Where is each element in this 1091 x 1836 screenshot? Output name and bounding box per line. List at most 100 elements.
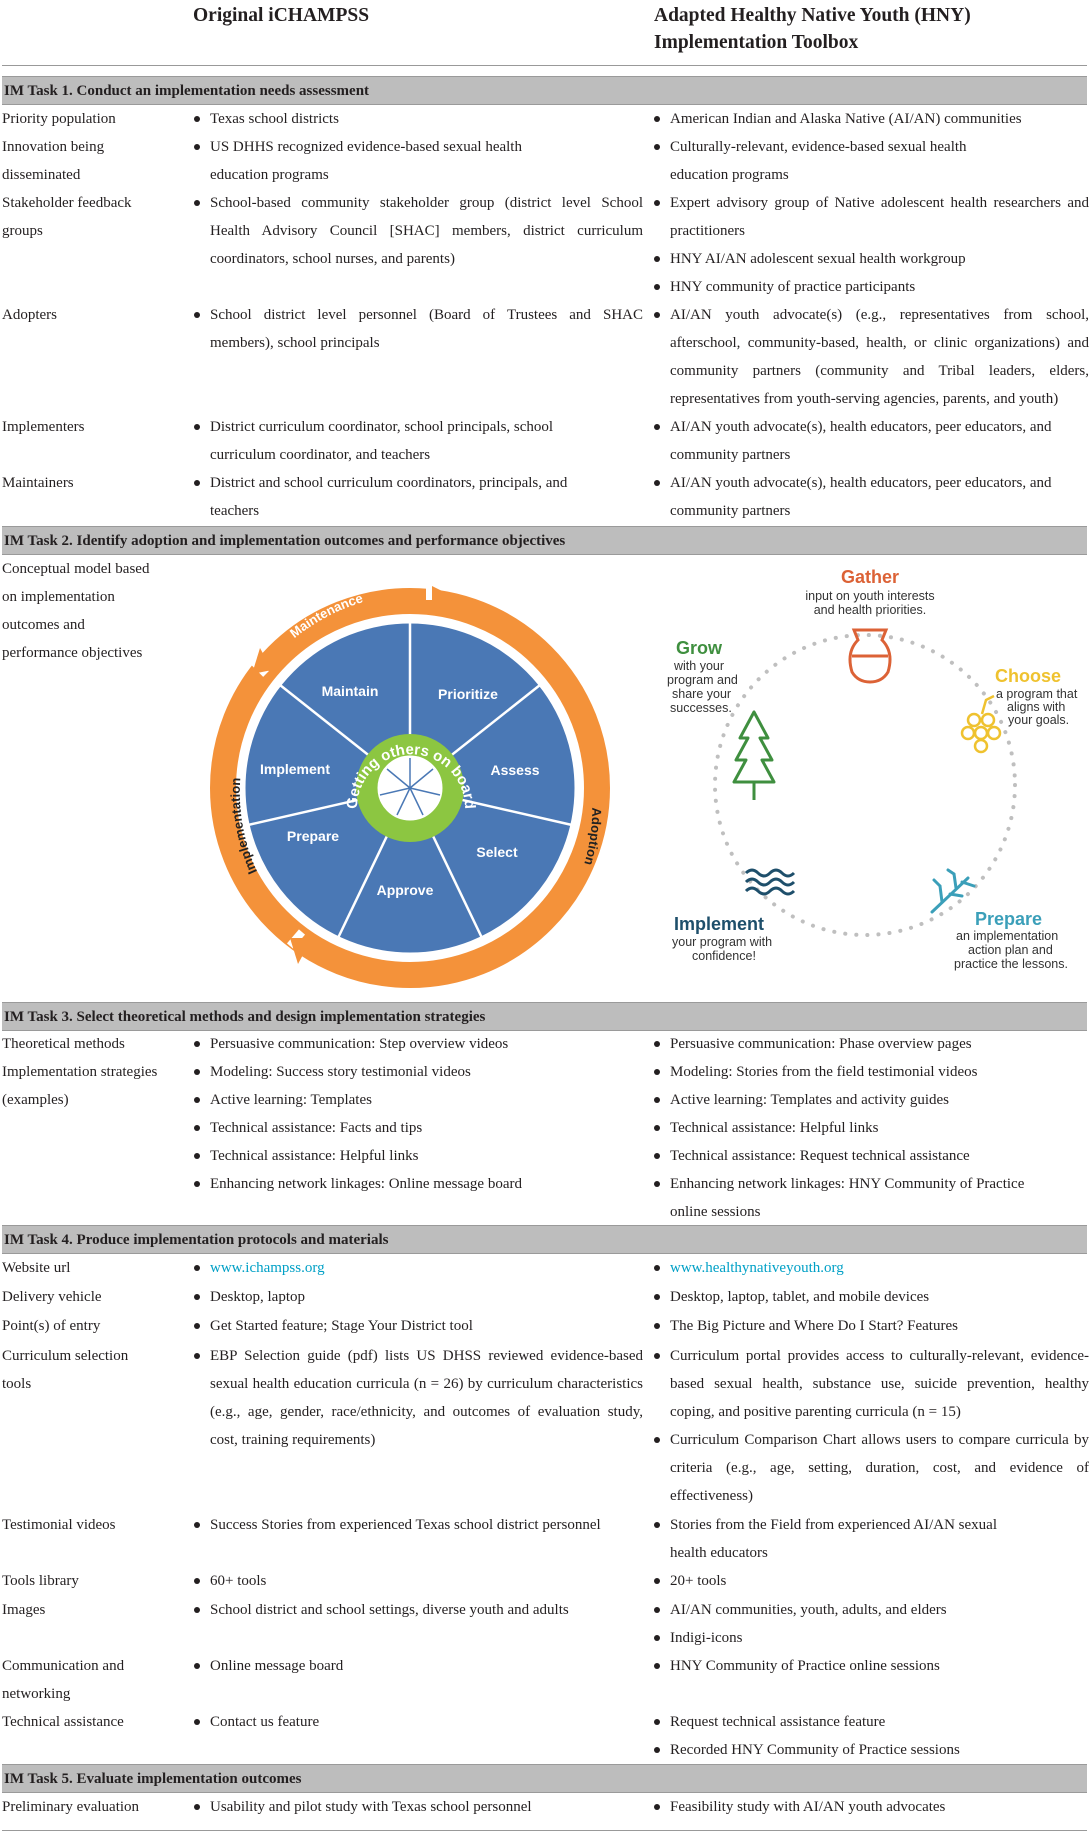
task1-row-label: Maintainers <box>2 475 74 491</box>
list-item: Persuasive communication: Phase overview… <box>653 1030 1058 1058</box>
step-desc: aligns with <box>1007 700 1065 714</box>
list-item: HNY AI/AN adolescent sexual health workg… <box>653 245 1089 273</box>
step-desc: a program that <box>996 687 1078 701</box>
segment-label: Select <box>476 844 518 860</box>
step-desc: input on youth interests <box>805 589 934 603</box>
segment-label: Approve <box>377 882 434 898</box>
list-item: Enhancing network linkages: HNY Communit… <box>653 1170 1058 1226</box>
task4-row-original: School district and school settings, div… <box>193 1596 643 1624</box>
task2-band: IM Task 2. Identify adoption and impleme… <box>2 526 1087 555</box>
task1-row-label: Adopters <box>2 307 57 323</box>
task1-row-original: District and school curriculum coordinat… <box>193 469 573 525</box>
list-item: American Indian and Alaska Native (AI/AN… <box>653 105 1089 133</box>
task4-row-label: Delivery vehicle <box>2 1289 102 1305</box>
list-item: Expert advisory group of Native adolesce… <box>653 189 1089 245</box>
list-item: Desktop, laptop, tablet, and mobile devi… <box>653 1283 1089 1311</box>
step-desc: your goals. <box>1008 713 1069 727</box>
segment-label: Implement <box>260 761 330 777</box>
step-desc: program and <box>667 673 738 687</box>
task5-row-adapted: Feasibility study with AI/AN youth advoc… <box>653 1793 1089 1821</box>
list-item: Request technical assistance feature <box>653 1708 1089 1736</box>
step-desc: successes. <box>670 701 732 715</box>
step-title-implement: Implement <box>674 914 764 934</box>
task4-row-original: Online message board <box>193 1652 643 1680</box>
list-item: Curriculum Comparison Chart allows users… <box>653 1426 1089 1510</box>
list-item: Enhancing network linkages: Online messa… <box>193 1170 643 1198</box>
segment-label: Prioritize <box>438 686 498 702</box>
list-item: District and school curriculum coordinat… <box>193 469 573 525</box>
list-item: Online message board <box>193 1652 643 1680</box>
hny-link[interactable]: www.healthynativeyouth.org <box>653 1254 1089 1282</box>
task1-row-label: Priority population <box>2 111 116 127</box>
task4-row-label: Technical assistance <box>2 1714 124 1730</box>
list-item: Persuasive communication: Step overview … <box>193 1030 643 1058</box>
ichampss-link[interactable]: www.ichampss.org <box>193 1254 643 1282</box>
step-desc: share your <box>672 687 731 701</box>
pot-icon <box>848 628 892 684</box>
list-item: Modeling: Success story testimonial vide… <box>193 1058 643 1086</box>
task4-row-original: Get Started feature; Stage Your District… <box>193 1312 643 1340</box>
task4-row-adapted: Request technical assistance feature Rec… <box>653 1708 1089 1764</box>
task4-row-adapted: Stories from the Field from experienced … <box>653 1511 1023 1567</box>
footer-rule <box>2 1830 1087 1831</box>
list-item: Technical assistance: Request technical … <box>653 1142 1058 1170</box>
task5-row-label: Preliminary evaluation <box>2 1799 140 1815</box>
task4-row-label: Images <box>2 1602 46 1618</box>
task4-row-original: Contact us feature <box>193 1708 643 1736</box>
task1-row-adapted: Expert advisory group of Native adolesce… <box>653 189 1089 301</box>
task1-row-original: US DHHS recognized evidence-based sexual… <box>193 133 558 189</box>
segment-label: Prepare <box>287 828 339 844</box>
step-desc: practice the lessons. <box>954 957 1068 971</box>
task1-row-label: Implementers <box>2 419 85 435</box>
task4-row-original: Desktop, laptop <box>193 1283 643 1311</box>
task1-row-adapted: American Indian and Alaska Native (AI/AN… <box>653 105 1089 133</box>
list-item: Recorded HNY Community of Practice sessi… <box>653 1736 1089 1764</box>
list-item: Active learning: Templates <box>193 1086 643 1114</box>
list-item: Technical assistance: Facts and tips <box>193 1114 643 1142</box>
list-item: Usability and pilot study with Texas sch… <box>193 1793 643 1821</box>
task3-original: Persuasive communication: Step overview … <box>193 1030 643 1198</box>
task4-row-adapted: HNY Community of Practice online session… <box>653 1652 1089 1680</box>
task4-row-original: EBP Selection guide (pdf) lists US DHSS … <box>193 1342 643 1454</box>
list-item: EBP Selection guide (pdf) lists US DHSS … <box>193 1342 643 1454</box>
list-item: HNY community of practice participants <box>653 273 1089 301</box>
task1-row-adapted: AI/AN youth advocate(s), health educator… <box>653 469 1089 525</box>
task3-band: IM Task 3. Select theoretical methods an… <box>2 1002 1087 1031</box>
task1-row-original: School district level personnel (Board o… <box>193 301 643 357</box>
task5-band: IM Task 5. Evaluate implementation outco… <box>2 1764 1087 1793</box>
list-item: Technical assistance: Helpful links <box>193 1142 643 1170</box>
list-item: Technical assistance: Helpful links <box>653 1114 1058 1142</box>
list-item: Modeling: Stories from the field testimo… <box>653 1058 1058 1086</box>
implementation-wheel-diagram: Maintain Prioritize Assess Select Approv… <box>210 580 610 988</box>
column-header-original: Original iCHAMPSS <box>193 5 370 26</box>
task4-row-adapted: 20+ tools <box>653 1567 1089 1595</box>
step-title-grow: Grow <box>676 638 723 658</box>
task1-row-adapted: Culturally-relevant, evidence-based sexu… <box>653 133 998 189</box>
task4-row-label: Tools library <box>2 1573 79 1589</box>
task4-row-label: Website url <box>2 1260 71 1276</box>
list-item: 60+ tools <box>193 1567 643 1595</box>
task1-row-original: Texas school districts <box>193 105 643 133</box>
coral-icon <box>930 868 976 914</box>
task4-row-original: www.ichampss.org <box>193 1254 643 1282</box>
segment-label: Maintain <box>322 683 379 699</box>
step-desc: with your <box>673 659 724 673</box>
step-title-gather: Gather <box>841 567 899 587</box>
list-item: Get Started feature; Stage Your District… <box>193 1312 643 1340</box>
tree-icon <box>732 710 776 800</box>
list-item: The Big Picture and Where Do I Start? Fe… <box>653 1312 1089 1340</box>
task4-row-adapted: The Big Picture and Where Do I Start? Fe… <box>653 1312 1089 1340</box>
list-item: Feasibility study with AI/AN youth advoc… <box>653 1793 1089 1821</box>
step-desc: confidence! <box>692 949 756 963</box>
task5-row-original: Usability and pilot study with Texas sch… <box>193 1793 643 1821</box>
berries-icon <box>960 694 1002 754</box>
cycle-path <box>713 633 1017 937</box>
task1-row-original: School-based community stakeholder group… <box>193 189 643 273</box>
step-desc: action plan and <box>968 943 1053 957</box>
list-item: Active learning: Templates and activity … <box>653 1086 1058 1114</box>
